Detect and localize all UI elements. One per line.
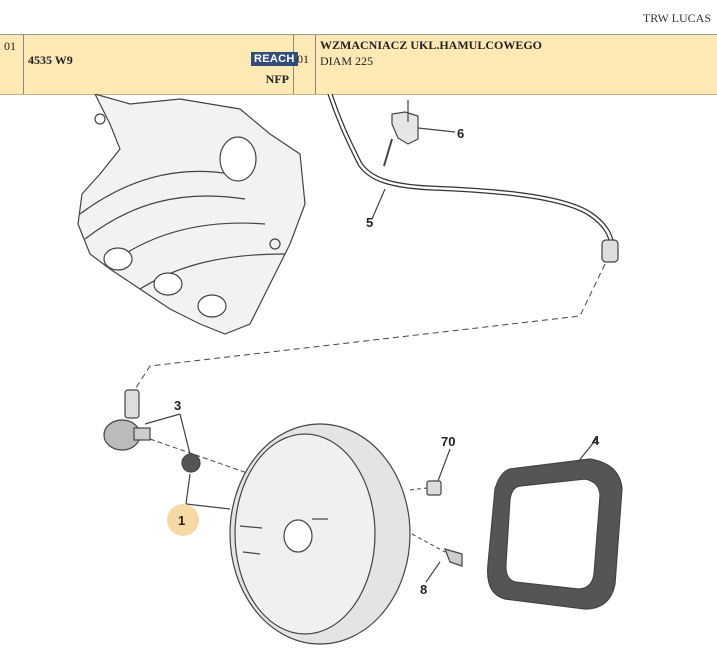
description-cell: WZMACNIACZ UKL.HAMULCOWEGO DIAM 225	[316, 35, 717, 94]
callout-6[interactable]: 6	[457, 126, 464, 141]
callout-5[interactable]: 5	[366, 215, 373, 230]
quantity-cell: 01	[294, 35, 316, 94]
brake-booster	[229, 423, 411, 645]
header-bar: TRW LUCAS	[0, 0, 717, 35]
part-row[interactable]: 01 4535 W9 REACH NFP 01 WZMACNIACZ UKL.H…	[0, 35, 717, 95]
callout-3[interactable]: 3	[174, 398, 181, 413]
callout-1[interactable]: 1	[178, 513, 185, 528]
nut	[426, 480, 442, 496]
callout-8[interactable]: 8	[420, 582, 427, 597]
part-description: DIAM 225	[320, 54, 373, 68]
highlight-marker	[167, 504, 199, 536]
row-index: 01	[0, 35, 24, 94]
check-valve	[103, 389, 151, 451]
intake-manifold	[77, 94, 306, 335]
exploded-diagram: 6 5 3 1 70 4 8	[77, 94, 623, 645]
nfp-label: NFP	[265, 72, 289, 86]
callout-70[interactable]: 70	[441, 434, 455, 449]
screw	[444, 548, 463, 567]
reach-badge[interactable]: REACH	[251, 52, 298, 66]
callout-4[interactable]: 4	[592, 433, 600, 448]
hose-clip	[391, 111, 419, 145]
part-reference[interactable]: 4535 W9	[28, 53, 73, 67]
reference-cell: 4535 W9 REACH NFP	[24, 35, 298, 94]
brand-label: TRW LUCAS	[642, 11, 711, 25]
part-name: WZMACNIACZ UKL.HAMULCOWEGO	[320, 38, 543, 52]
grommet	[181, 453, 201, 473]
